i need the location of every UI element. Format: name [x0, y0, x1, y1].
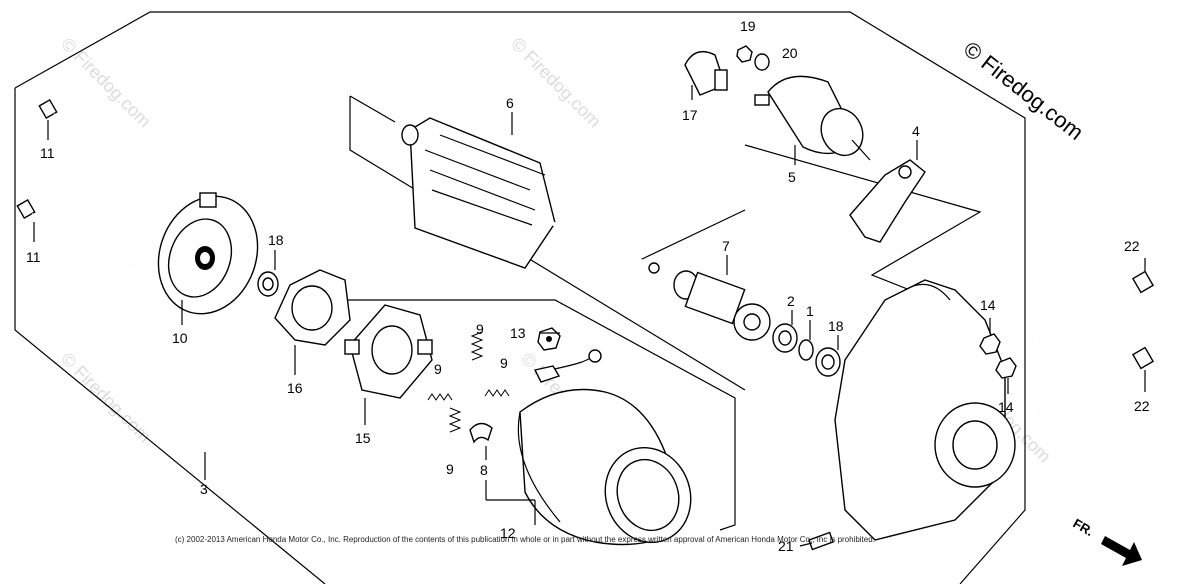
- callout-11: 11: [40, 145, 55, 161]
- callout-18: 18: [268, 232, 284, 248]
- spring-9-b: [427, 393, 453, 401]
- brush-plate-16: [274, 269, 351, 346]
- solenoid-5: [754, 75, 871, 161]
- bolt-11-lower: [16, 198, 134, 267]
- callout-12: 12: [500, 525, 516, 541]
- dowel-21: [808, 531, 834, 551]
- callout-16: 16: [287, 380, 303, 396]
- callout-8: 8: [480, 462, 488, 478]
- rear-cover-10: [157, 192, 259, 315]
- bearing-18-right: [815, 347, 841, 377]
- bolt-22-upper: [1039, 270, 1155, 343]
- brush-8: [469, 422, 493, 444]
- drive-gear-7: [673, 270, 771, 341]
- callout-2: 2: [787, 293, 795, 309]
- callout-9: 9: [500, 355, 508, 371]
- washer-20: [754, 53, 770, 71]
- nut-14-upper: [979, 333, 1001, 355]
- callout-1: 1: [806, 303, 814, 319]
- callout-11: 11: [26, 249, 41, 265]
- callout-19: 19: [740, 18, 756, 34]
- callout-21: 21: [778, 538, 794, 554]
- callout-3: 3: [200, 481, 208, 497]
- yoke-12: [517, 388, 692, 546]
- nut-13: [537, 327, 561, 351]
- callout-22: 22: [1134, 398, 1150, 414]
- callout-9: 9: [434, 361, 442, 377]
- watermark-2: © Firedog.com: [507, 34, 605, 132]
- brush-lead: [533, 349, 602, 383]
- callouts: 11 11 10 18 16 15 3 6 7 2 1 18 9 9 9 9 8…: [26, 18, 1150, 554]
- clip-1: [798, 339, 814, 361]
- callout-18: 18: [828, 318, 844, 334]
- callout-14: 14: [980, 297, 996, 313]
- front-direction-indicator: FR.: [1071, 516, 1142, 566]
- callout-13: 13: [510, 325, 526, 341]
- nut-19: [736, 45, 753, 63]
- callout-9: 9: [476, 321, 484, 337]
- spring-9-d: [448, 407, 462, 433]
- drive-housing: [834, 279, 1016, 541]
- leader-lines: [33, 85, 1146, 547]
- direction-label: FR.: [1071, 516, 1097, 539]
- callout-17: 17: [682, 107, 698, 123]
- spring-9-c: [484, 389, 510, 397]
- brand-watermark: © Firedog.com: [959, 36, 1088, 145]
- callout-10: 10: [172, 330, 188, 346]
- armature-6: [401, 117, 660, 274]
- callout-5: 5: [788, 169, 796, 185]
- callout-9: 9: [446, 461, 454, 477]
- callout-7: 7: [722, 238, 730, 254]
- spring-9-a: [470, 331, 484, 361]
- shift-fork-4: [849, 159, 926, 243]
- bearing-18-left: [257, 271, 279, 297]
- bolt-22-lower: [1039, 346, 1155, 415]
- watermark-1: © Firedog.com: [57, 34, 155, 132]
- bolt-11-upper: [38, 98, 156, 173]
- callout-20: 20: [782, 45, 798, 61]
- callout-22: 22: [1124, 238, 1140, 254]
- callout-6: 6: [506, 95, 514, 111]
- washer-2: [772, 323, 798, 353]
- copyright-notice: (c) 2002-2013 American Honda Motor Co., …: [175, 535, 875, 544]
- callout-15: 15: [355, 430, 371, 446]
- nut-14-lower: [995, 357, 1017, 379]
- direction-arrow-icon: [1101, 536, 1142, 566]
- callout-4: 4: [912, 123, 920, 139]
- cap-17: [684, 51, 728, 96]
- brush-holder-15: [344, 304, 433, 399]
- callout-14: 14: [998, 399, 1014, 415]
- watermark-3: © Firedog.com: [57, 349, 155, 447]
